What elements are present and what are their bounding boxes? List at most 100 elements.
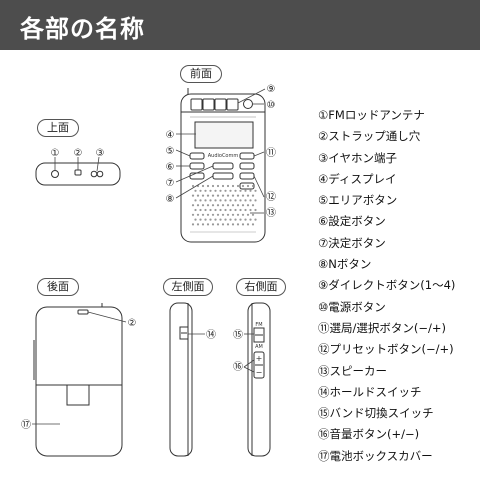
speaker-hole — [246, 213, 250, 216]
speaker-hole — [241, 223, 245, 226]
speaker-hole — [239, 199, 242, 202]
view-label-right-side: 右側面 — [236, 278, 286, 296]
speaker-hole — [236, 223, 240, 226]
speaker-hole — [231, 194, 235, 197]
speaker-hole — [229, 189, 232, 192]
speaker-hole — [246, 194, 250, 197]
speaker-hole — [241, 213, 245, 216]
speaker-hole — [251, 204, 255, 207]
antenna-socket — [51, 170, 59, 178]
callout-2-top: ② — [74, 148, 83, 159]
speaker-hole — [239, 218, 242, 221]
plus-sign: + — [256, 354, 263, 363]
speaker-hole — [231, 223, 235, 226]
speaker-hole — [236, 213, 240, 216]
speaker-hole — [219, 199, 222, 202]
speaker-hole — [206, 213, 210, 216]
speaker-hole — [251, 223, 255, 226]
speaker-hole — [209, 199, 212, 202]
speaker-hole — [211, 184, 215, 188]
front-view — [180, 88, 266, 243]
speaker-hole — [211, 204, 215, 207]
speaker-hole — [204, 199, 207, 202]
direct-button-2 — [202, 98, 215, 111]
direct-button-3 — [214, 98, 227, 111]
tune-minus-button — [239, 162, 255, 170]
callout-17: ⑰ — [21, 419, 31, 431]
speaker-hole — [251, 184, 255, 188]
speaker-hole — [251, 194, 255, 197]
speaker-hole — [234, 199, 237, 202]
speaker-hole — [191, 223, 195, 226]
speaker-hole — [209, 208, 212, 212]
speaker-hole — [224, 218, 227, 221]
callout-9: ⑨ — [267, 84, 276, 95]
speaker-hole — [214, 208, 217, 212]
speaker-hole — [241, 204, 245, 207]
speaker-hole — [216, 194, 220, 197]
speaker-hole — [249, 208, 252, 212]
header-bar: 各部の名称 — [0, 0, 480, 50]
speaker-hole — [194, 218, 197, 221]
legend-item-tune-button: ⑪選局/選択ボタン(−/+) — [318, 320, 446, 335]
callout-7: ⑦ — [166, 178, 175, 189]
speaker-hole — [196, 204, 200, 207]
fm-label: FM — [255, 322, 262, 328]
speaker-hole — [236, 204, 240, 207]
speaker-hole — [216, 204, 220, 207]
minus-sign: − — [256, 368, 263, 377]
speaker-hole — [219, 218, 222, 221]
speaker-hole — [196, 213, 200, 216]
speaker-hole — [224, 189, 227, 192]
speaker-hole — [191, 184, 195, 188]
speaker-grille — [191, 184, 257, 226]
speaker-hole — [226, 213, 230, 216]
speaker-hole — [211, 223, 215, 226]
speaker-hole — [206, 194, 210, 197]
speaker-hole — [231, 213, 235, 216]
view-label-back: 後面 — [37, 278, 79, 296]
speaker-hole — [201, 184, 205, 188]
speaker-hole — [194, 189, 197, 192]
speaker-hole — [224, 208, 227, 212]
speaker-hole — [201, 204, 205, 207]
speaker-hole — [216, 184, 220, 188]
speaker-hole — [196, 194, 200, 197]
speaker-hole — [221, 194, 225, 197]
left-side-view — [169, 302, 193, 457]
speaker-hole — [206, 184, 210, 188]
speaker-hole — [221, 223, 225, 226]
speaker-hole — [216, 213, 220, 216]
legend-item-power-button: ⑩電源ボタン — [318, 299, 386, 314]
speaker-hole — [231, 204, 235, 207]
speaker-hole — [244, 218, 247, 221]
speaker-hole — [239, 208, 242, 212]
callout-2-back: ② — [128, 318, 137, 329]
legend-item-earphone-jack: ③イヤホン端子 — [318, 150, 397, 165]
callout-6: ⑥ — [166, 162, 175, 173]
speaker-hole — [229, 208, 232, 212]
speaker-hole — [219, 208, 222, 212]
speaker-hole — [214, 199, 217, 202]
speaker-hole — [236, 184, 240, 188]
legend-item-strap-hole: ②ストラップ通し穴 — [318, 129, 421, 144]
legend-item-setting-button: ⑥設定ボタン — [318, 214, 386, 229]
speaker-hole — [234, 218, 237, 221]
direct-button-4 — [226, 98, 239, 111]
speaker-hole — [211, 194, 215, 197]
speaker-hole — [209, 218, 212, 221]
speaker-hole — [254, 218, 257, 221]
speaker-hole — [226, 223, 230, 226]
speaker-hole — [249, 199, 252, 202]
speaker-hole — [229, 218, 232, 221]
speaker-hole — [234, 189, 237, 192]
callout-15: ⑮ — [233, 329, 243, 341]
speaker-hole — [214, 189, 217, 192]
legend-item-preset-button: ⑫プリセットボタン(−/+) — [318, 342, 454, 357]
speaker-hole — [254, 189, 257, 192]
speaker-hole — [194, 208, 197, 212]
callout-10: ⑩ — [267, 100, 276, 111]
speaker-hole — [226, 194, 230, 197]
speaker-hole — [191, 194, 195, 197]
legend-item-battery-cover: ⑰電池ボックスカバー — [318, 448, 433, 463]
